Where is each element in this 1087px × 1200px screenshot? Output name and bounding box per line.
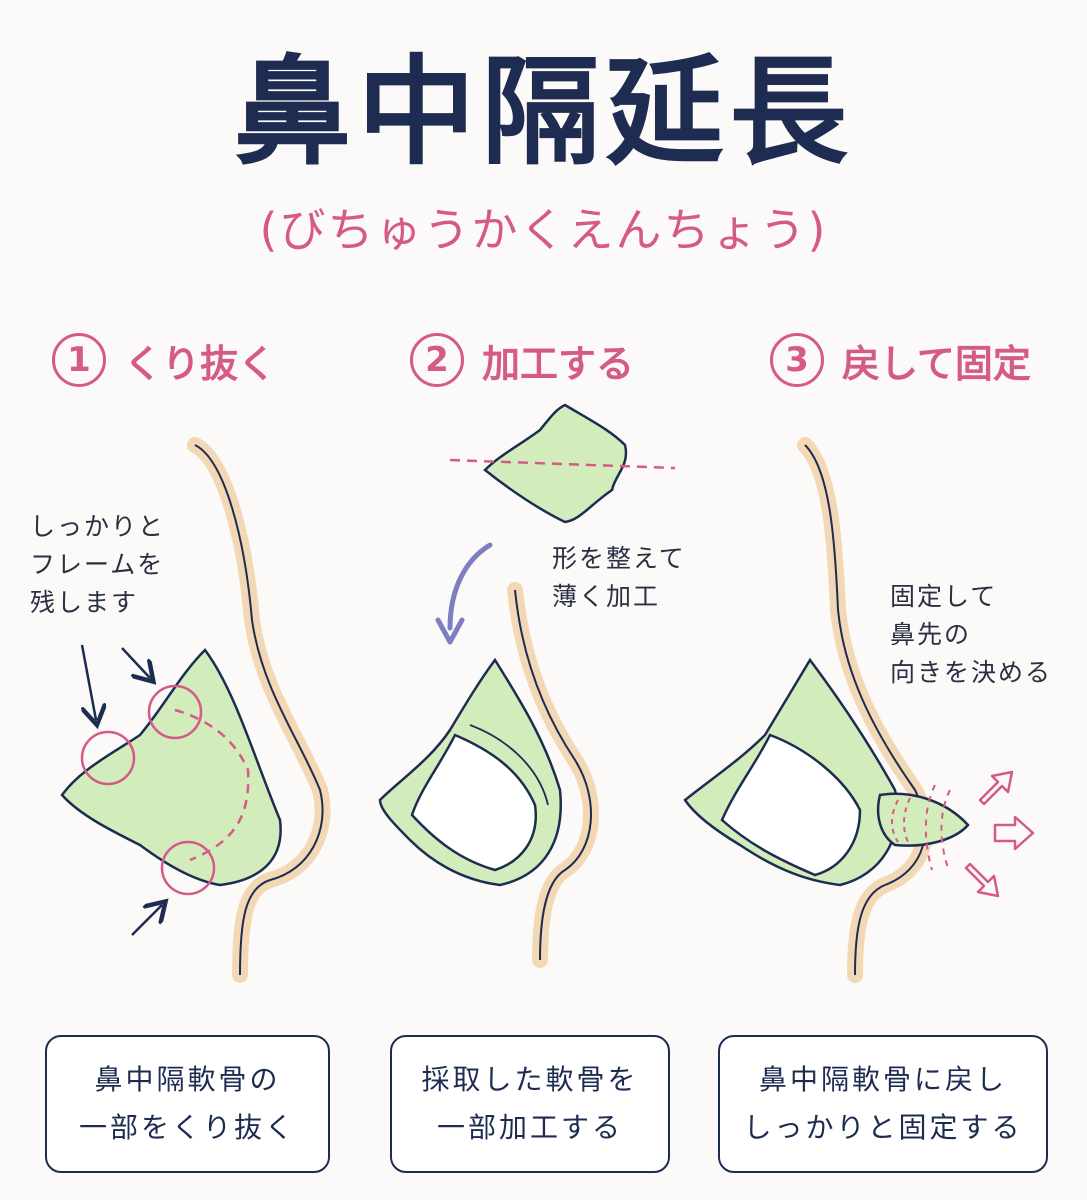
panel-1-frame-circle [80,730,136,786]
panel-1-nose-illustration [60,437,331,983]
step-1-label: くり抜く [124,341,277,386]
step-2-caption: 採取した軟骨を 一部加工する [390,1035,670,1173]
step-1-caption-line: 鼻中隔軟骨の [94,1063,281,1096]
step-2-number: 2 [410,333,464,387]
step-1-note: しっかりと フレームを 残します [30,512,166,617]
panel-3-outward-arrow [978,770,1014,806]
panel-1-septal-cartilage [60,648,282,887]
step-2-label: 加工する [482,341,635,386]
step-2-note: 形を整えて 薄く加工 [552,544,686,611]
panel-1-pointer-arrow [121,647,150,678]
panel-3-direction-arrows [964,770,1035,898]
panel-2-curved-arrow [447,542,493,631]
step-2-caption-line: 採取した軟骨を [421,1063,639,1096]
panel-2-cut-line [449,458,676,470]
panel-1-frame-circle [160,840,216,896]
step-1-number: 1 [52,333,106,387]
step-3-number: 3 [770,333,824,387]
panel-3-outward-arrow [964,862,1000,898]
panel-1-pointer-arrow [131,905,162,936]
step-2-caption-line: 一部加工する [436,1111,623,1144]
step-3-caption-line: しっかりと固定する [743,1111,1023,1144]
step-3-caption: 鼻中隔軟骨に戻し しっかりと固定する [718,1035,1048,1173]
panel-1-cut-line [174,708,250,862]
step-1-caption: 鼻中隔軟骨の 一部をくり抜く [45,1035,330,1173]
page-title: 鼻中隔延長 [233,42,854,181]
panel-1-frame-circle [147,684,203,740]
step-3-heading: 3 戻して固定 [770,330,1031,390]
panel-3-fixation-illustration [683,437,1035,983]
step-1-caption-line: 一部をくり抜く [78,1111,296,1144]
panel-1-pointer-arrow [80,644,96,720]
panel-3-outward-arrow [993,815,1035,851]
step-3-caption-line: 鼻中隔軟骨に戻し [758,1063,1007,1096]
panel-2-graft-illustration [378,403,676,968]
step-3-note: 固定して 鼻先の 向きを決める [890,582,1053,687]
step-1-heading: 1 くり抜く [52,330,276,390]
step-3-label: 戻して固定 [842,341,1031,386]
panel-3-inserted-graft [876,792,970,847]
step-2-heading: 2 加工する [410,330,634,390]
page-subtitle: (びちゅうかくえんちょう) [259,203,828,257]
